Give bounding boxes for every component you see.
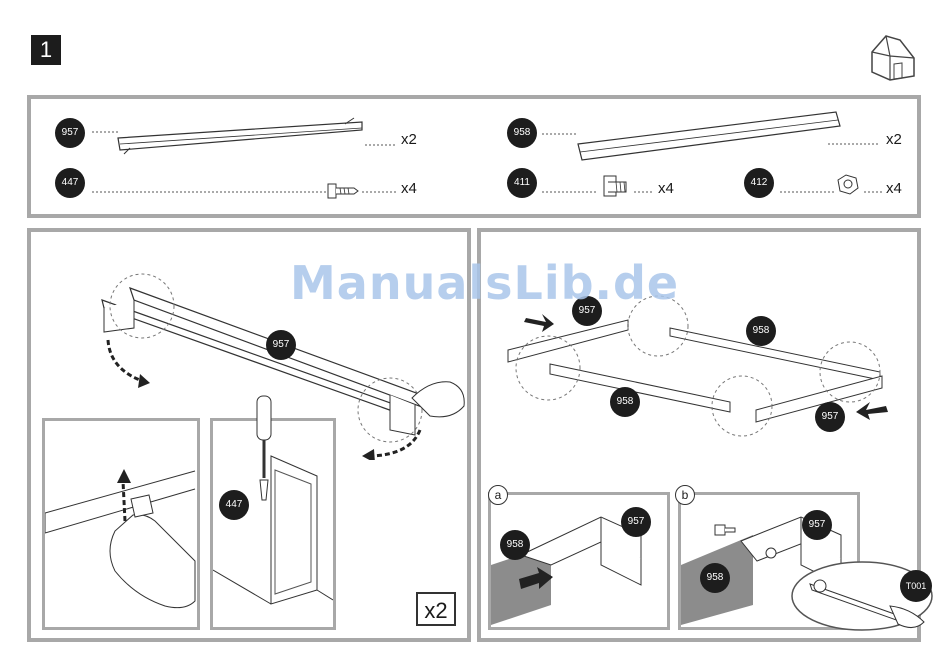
frame-label-958-front: 958 — [610, 387, 640, 417]
screw-label-447: 447 — [219, 490, 249, 520]
frame-label-957-right: 957 — [815, 402, 845, 432]
step-number: 1 — [31, 35, 61, 65]
bolt-411-icon — [540, 172, 655, 200]
part-qty-958: x2 — [886, 131, 902, 148]
rail-957-icon — [90, 110, 400, 160]
greenhouse-icon — [868, 30, 918, 82]
nut-412-icon — [778, 172, 886, 200]
rail-label-957: 957 — [266, 330, 296, 360]
part-tag-957: 957 — [55, 118, 85, 148]
fold-detail-illustration — [45, 421, 197, 627]
part-qty-447: x4 — [401, 180, 417, 197]
detail-b-label-957: 957 — [802, 510, 832, 540]
tool-label-t001: T001 — [900, 570, 932, 602]
detail-a-label-957: 957 — [621, 507, 651, 537]
part-tag-447: 447 — [55, 168, 85, 198]
part-qty-412: x4 — [886, 180, 902, 197]
part-tag-958: 958 — [507, 118, 537, 148]
detail-a-letter: a — [488, 485, 508, 505]
screw-447-icon — [90, 176, 400, 200]
part-tag-412: 412 — [744, 168, 774, 198]
detail-b-letter: b — [675, 485, 695, 505]
detail-a-label-958: 958 — [500, 530, 530, 560]
detail-b-label-958: 958 — [700, 563, 730, 593]
frame-label-958-back: 958 — [746, 316, 776, 346]
multiplier-x2: x2 — [416, 592, 456, 626]
part-qty-411: x4 — [658, 180, 674, 197]
part-qty-957: x2 — [401, 131, 417, 148]
watermark-text: ManualsLib.de — [290, 256, 679, 310]
part-tag-411: 411 — [507, 168, 537, 198]
rail-958-icon — [540, 108, 885, 166]
